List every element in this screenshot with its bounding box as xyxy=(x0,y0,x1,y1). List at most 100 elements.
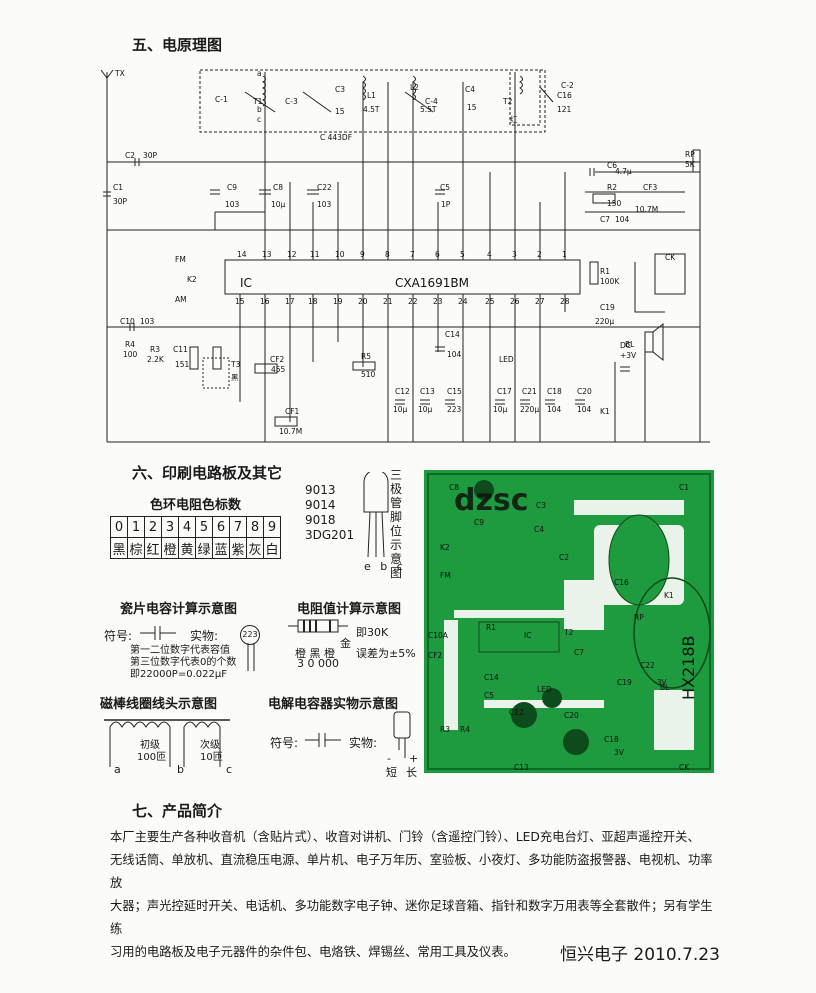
ic-top-pin: 14 xyxy=(237,250,247,259)
table-cell: 1 xyxy=(127,516,145,538)
schematic-label-cf3v: 10.7M xyxy=(635,205,658,214)
schematic-label-r5v: 510 xyxy=(361,370,376,379)
schematic-label-c3v: 15 xyxy=(335,107,345,116)
coil-primary-turns: 100匝 xyxy=(137,752,167,763)
table-cell: 橙 xyxy=(161,537,179,559)
schematic-label-cf2v: 455 xyxy=(271,365,286,374)
schematic-label-c21v: 220μ xyxy=(520,405,539,414)
pcb-label: C4 xyxy=(534,525,544,534)
schematic-label-c15: C15 xyxy=(447,387,462,396)
schematic-label-bl: BL xyxy=(625,340,635,349)
schematic-label-b: b xyxy=(257,105,262,114)
pcb-label: -3V xyxy=(654,678,667,687)
schematic-label-t1: T1 xyxy=(252,97,263,106)
pcb-label: BL xyxy=(660,683,670,692)
pcb-model: HX218B xyxy=(679,635,698,700)
table-row: 黑棕红橙黄绿蓝紫灰白 xyxy=(110,537,281,559)
ic-bottom-pin: 17 xyxy=(285,297,295,306)
electrolytic-long: 长 xyxy=(406,766,417,779)
schematic-label-c18: C18 xyxy=(547,387,562,396)
schematic-label-r1v: 100K xyxy=(600,277,620,286)
schematic-label-cf1v: 10.7M xyxy=(279,427,302,436)
table-cell: 7 xyxy=(229,516,247,538)
table-cell: 白 xyxy=(263,537,281,559)
intro-line: 本厂主要生产各种收音机（含贴片式）、收音对讲机、门铃（含遥控门铃）、LED充电台… xyxy=(110,830,700,844)
schematic-label-l1: L1 xyxy=(367,91,376,100)
ic-top-pin: 4 xyxy=(487,250,492,259)
pcb-label: C13 xyxy=(514,763,529,772)
resistor-value: 即30K xyxy=(356,626,389,639)
transistor-model: 9018 xyxy=(305,513,336,527)
pcb-label: T2 xyxy=(563,628,574,637)
pcb-label: C3 xyxy=(536,501,546,510)
table-cell: 棕 xyxy=(127,537,145,559)
schematic-label-c22: C22 xyxy=(317,183,332,192)
resistor-digits: 3 0 000 xyxy=(297,657,339,670)
table-cell: 灰 xyxy=(246,537,264,559)
ic-bottom-pin: 28 xyxy=(560,297,570,306)
pcb-label: C9 xyxy=(474,518,484,527)
schematic-label-c6: C6 xyxy=(607,161,617,170)
ceramic-badge: 223 xyxy=(240,625,260,645)
schematic-label-red: 红 xyxy=(510,114,518,124)
schematic-label-c1v: 30P xyxy=(113,197,128,206)
schematic-label-r1: R1 xyxy=(600,267,610,276)
pcb-label: 3V xyxy=(614,748,625,757)
resistor-tolerance: 误差为±5% xyxy=(356,647,416,660)
ic-bottom-pin: 26 xyxy=(510,297,520,306)
transistor-model: 9013 xyxy=(305,483,336,497)
schematic-label-r2: R2 xyxy=(607,183,617,192)
coil-primary: 初级 xyxy=(140,740,160,751)
schematic-label-c7: C7 xyxy=(600,215,610,224)
electrolytic-short: 短 xyxy=(386,766,397,779)
pcb-label: C19 xyxy=(617,678,632,687)
ic-top-pin: 3 xyxy=(512,250,517,259)
table-cell: 红 xyxy=(144,537,162,559)
schematic-label-cf3: CF3 xyxy=(643,183,658,192)
electrolytic-title: 电解电容器实物示意图 xyxy=(268,697,399,712)
schematic-label-r3: R3 xyxy=(150,345,160,354)
schematic-label-c5v: 1P xyxy=(441,200,451,209)
pcb-label: C8 xyxy=(449,483,459,492)
schematic-label-c13v: 10μ xyxy=(418,405,433,414)
schematic-label-c16v: 121 xyxy=(557,105,572,114)
ceramic-real-label: 实物: xyxy=(190,629,219,643)
pcb-label: RP xyxy=(634,613,644,622)
pcb-label: CF2 xyxy=(428,651,443,660)
ic-bottom-pin: 23 xyxy=(433,297,443,306)
resistor-gold: 金 xyxy=(340,637,351,650)
schematic-label-t3: T3 xyxy=(230,360,241,369)
pcb-image: dzsc HX218B C3C4C9K2FMR1ICC16K1RPC19T2C7… xyxy=(424,470,714,773)
table-cell: 0 xyxy=(110,516,128,538)
schematic-label-c4a: C-4 xyxy=(425,97,438,106)
pcb-label: C5 xyxy=(484,691,494,700)
transistor-icon xyxy=(363,472,389,558)
ic-bottom-pin: 21 xyxy=(383,297,393,306)
schematic-label-a: a xyxy=(257,69,262,78)
pcb-label: C1 xyxy=(679,483,689,492)
table-cell: 绿 xyxy=(195,537,213,559)
coil-b: b xyxy=(177,763,184,776)
schematic-label-c12: C12 xyxy=(395,387,410,396)
ic-top-pin: 2 xyxy=(537,250,542,259)
schematic-label-c20v: 104 xyxy=(577,405,592,414)
pcb-label: R3 xyxy=(440,725,450,734)
ic-top-pin: 5 xyxy=(460,250,465,259)
coil-c: c xyxy=(226,763,233,776)
schematic-label-c11v: 151 xyxy=(175,360,190,369)
schematic-label-c6v: 4.7μ xyxy=(615,167,632,176)
footer-signature: 恒兴电子 2010.7.23 xyxy=(560,945,720,965)
schematic-label-c14v: 104 xyxy=(447,350,462,359)
pcb-label: K2 xyxy=(440,543,450,552)
intro-paragraph: 本厂主要生产各种收音机（含贴片式）、收音对讲机、门铃（含遥控门铃）、LED充电台… xyxy=(110,826,720,964)
schematic-label-rpv: 5K xyxy=(685,160,696,169)
ceramic-title: 瓷片电容计算示意图 xyxy=(120,602,238,617)
schematic-label-dcv: +3V xyxy=(620,351,637,360)
pcb-label: C14 xyxy=(484,673,499,682)
pcb-label: C16 xyxy=(614,578,629,587)
schematic-label-c9v: 103 xyxy=(225,200,240,209)
intro-line: 无线话筒、单放机、直流稳压电源、单片机、电子万年历、室验板、小夜灯、多功能防盗报… xyxy=(110,853,713,890)
electrolytic-symbol-icon xyxy=(305,733,341,747)
schematic-label-c2a: C-2 xyxy=(561,81,574,90)
